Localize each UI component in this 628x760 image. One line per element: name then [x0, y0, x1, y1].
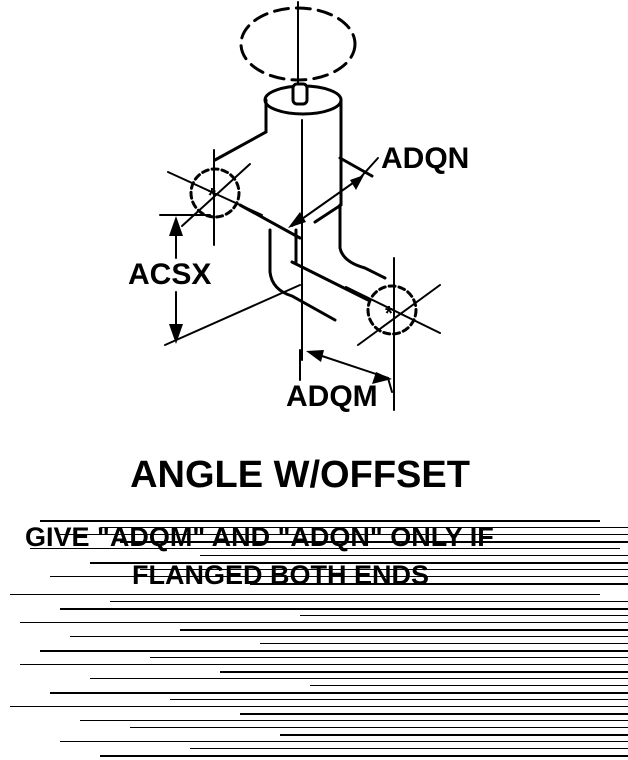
label-adqm: ADQM — [286, 380, 378, 413]
acsx-arrow-up — [169, 216, 183, 236]
flange-right-center-mark: * — [385, 303, 393, 325]
adqm-arrow-right — [372, 372, 392, 384]
label-adqn: ADQN — [381, 142, 470, 175]
adqm-leader — [387, 377, 393, 393]
flange-left-center-mark: * — [208, 185, 216, 207]
acsx-arrow-down — [169, 324, 183, 344]
adqn-arrow-lower — [288, 212, 306, 228]
label-acsx: ACSX — [128, 258, 212, 291]
adqn-leader — [359, 157, 379, 179]
note-line-1: GIVE "ADQM" AND "ADQN" ONLY IF — [25, 522, 494, 552]
note-line-2: FLANGED BOTH ENDS — [132, 560, 429, 590]
diagram-title: ANGLE W/OFFSET — [130, 454, 470, 496]
flange-left-pipe — [238, 203, 302, 240]
adqn-arrow-upper — [350, 175, 364, 190]
adqm-dim-line — [309, 351, 389, 379]
stem-nut — [291, 82, 309, 106]
acsx-ext-lower — [164, 284, 301, 346]
flange-right-pipe — [290, 260, 370, 302]
adqm-arrow-left — [306, 350, 324, 362]
flange-right-axis-d1 — [345, 286, 441, 334]
flange-right-axis-d2 — [357, 284, 441, 346]
flange-right — [366, 284, 418, 336]
